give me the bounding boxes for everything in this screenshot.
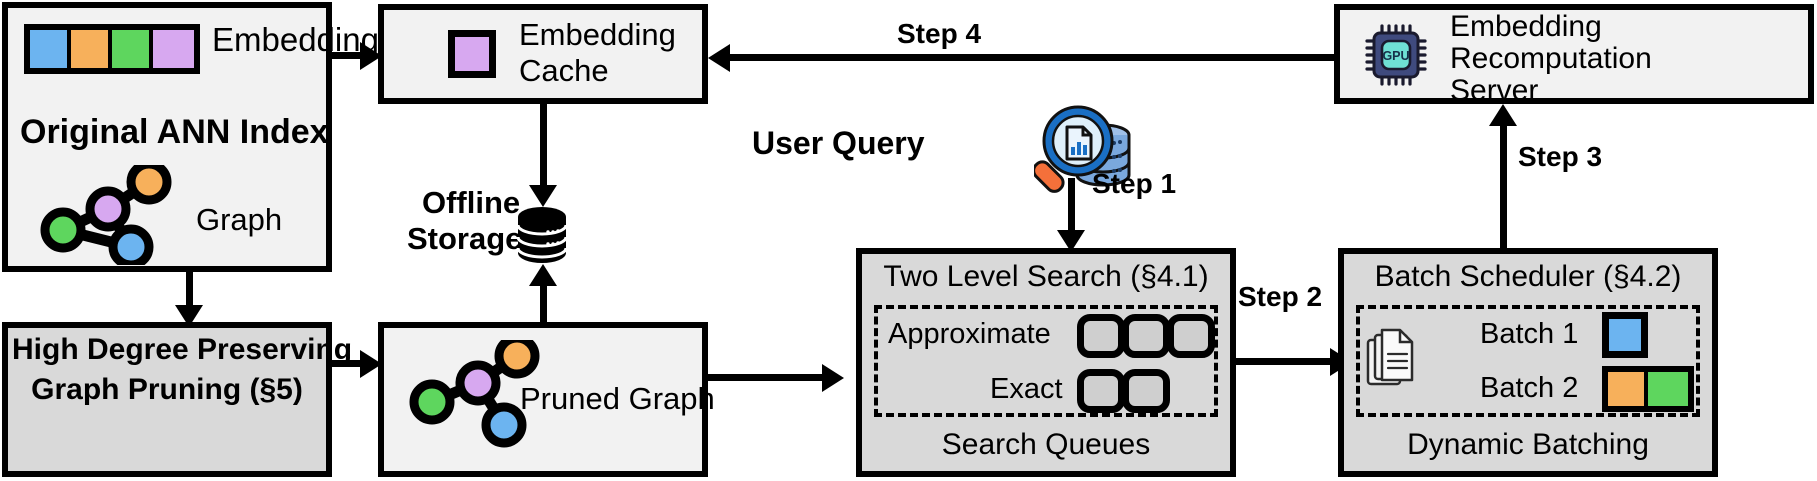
search-queues-footer: Search Queues [941, 428, 1151, 461]
batch-1-label: Batch 1 [1480, 318, 1579, 350]
search-queues-dashed-region [874, 305, 1218, 417]
arrow-pruning-to-pruned-head [360, 350, 382, 378]
dynamic-batching-dashed-region [1356, 305, 1700, 417]
batch-scheduler-title: Batch Scheduler (§4.2) [1374, 260, 1682, 293]
approximate-queue-slot-3[interactable] [1167, 314, 1215, 358]
embedding-swatch-strip [24, 24, 200, 74]
user-query-search-icon [1034, 105, 1131, 193]
two-level-search-box [856, 248, 1236, 477]
embedding-cache-box [378, 4, 708, 104]
embedding-label: Embedding [212, 21, 379, 58]
arrow-pruning-to-pruned-line [332, 360, 368, 367]
recomputation-server-line2: Recomputation [1450, 42, 1652, 75]
original-ann-index-title: Original ANN Index [20, 113, 329, 151]
arrow-step3-line [1500, 122, 1507, 248]
arrow-index-to-pruning-head [175, 305, 203, 327]
batch-2-swatch-strip [1602, 366, 1694, 412]
embedding-swatch-green [112, 30, 153, 68]
search-row-exact-label: Exact [990, 373, 1063, 405]
search-row-approximate-label: Approximate [888, 318, 1051, 350]
graph-pruning-box [2, 322, 332, 477]
step1-label: Step 1 [1092, 168, 1177, 199]
step2-label: Step 2 [1238, 281, 1323, 312]
documents-icon [1366, 328, 1414, 386]
batch-2-swatch-orange [1608, 372, 1648, 406]
arrow-step2-line [1236, 358, 1336, 365]
graph-pruning-line1: High Degree Preserving [12, 333, 353, 366]
embedding-swatch-purple [153, 30, 194, 68]
embedding-cache-line1: Embedding [519, 17, 676, 52]
exact-queue-slot-1[interactable] [1077, 369, 1125, 413]
database-icon [516, 207, 568, 263]
arrow-index-to-cache-line [332, 52, 368, 59]
arrow-pruned-to-search-line [708, 374, 828, 381]
pruned-graph-svg [409, 340, 540, 448]
dynamic-batching-footer: Dynamic Batching [1407, 428, 1649, 461]
recomputation-server-line1: Embedding [1450, 10, 1602, 43]
arrow-index-to-pruning-line [186, 272, 193, 310]
batch-1-swatch-blue [1602, 312, 1648, 358]
embedding-swatch-orange [71, 30, 112, 68]
batch-2-swatch-green [1648, 372, 1688, 406]
user-query-label: User Query [752, 125, 925, 161]
original-graph-svg [40, 165, 172, 265]
arrow-cache-to-storage-line [540, 104, 547, 189]
batch-2-label: Batch 2 [1480, 372, 1579, 404]
embedding-swatch-blue [30, 30, 71, 68]
arrow-step4-line [728, 54, 1336, 61]
approximate-queue-slot-1[interactable] [1077, 314, 1125, 358]
step3-label: Step 3 [1518, 141, 1603, 172]
graph-pruning-line2: Graph Pruning (§5) [31, 373, 303, 406]
exact-queue-slot-2[interactable] [1122, 369, 1170, 413]
gpu-chip-icon: GPU [1365, 24, 1427, 86]
recomputation-server-line3: Server [1450, 74, 1539, 107]
embedding-cache-line2: Cache [519, 53, 609, 88]
arrow-pruned-to-storage-line [540, 282, 547, 324]
approximate-queue-slot-2[interactable] [1122, 314, 1170, 358]
arrow-pruned-to-search-head [822, 364, 844, 392]
offline-storage-line1: Offline [422, 185, 521, 220]
arrow-step1-head [1057, 230, 1085, 252]
graph-label: Graph [196, 202, 283, 237]
two-level-search-title: Two Level Search (§4.1) [883, 260, 1209, 293]
embedding-cache-swatch [448, 30, 496, 78]
arrow-step4-head [708, 44, 730, 72]
arrow-index-to-cache-head [360, 42, 382, 70]
arrow-pruned-to-storage-head [529, 264, 557, 286]
arrow-cache-to-storage-head [529, 185, 557, 207]
arrow-step3-head [1489, 104, 1517, 126]
gpu-chip-icon-text: GPU [1382, 49, 1409, 63]
step4-label: Step 4 [897, 18, 982, 49]
offline-storage-line2: Storage [407, 221, 523, 256]
pruned-graph-label: Pruned Graph [520, 381, 715, 416]
arrow-step1-line [1068, 178, 1075, 236]
